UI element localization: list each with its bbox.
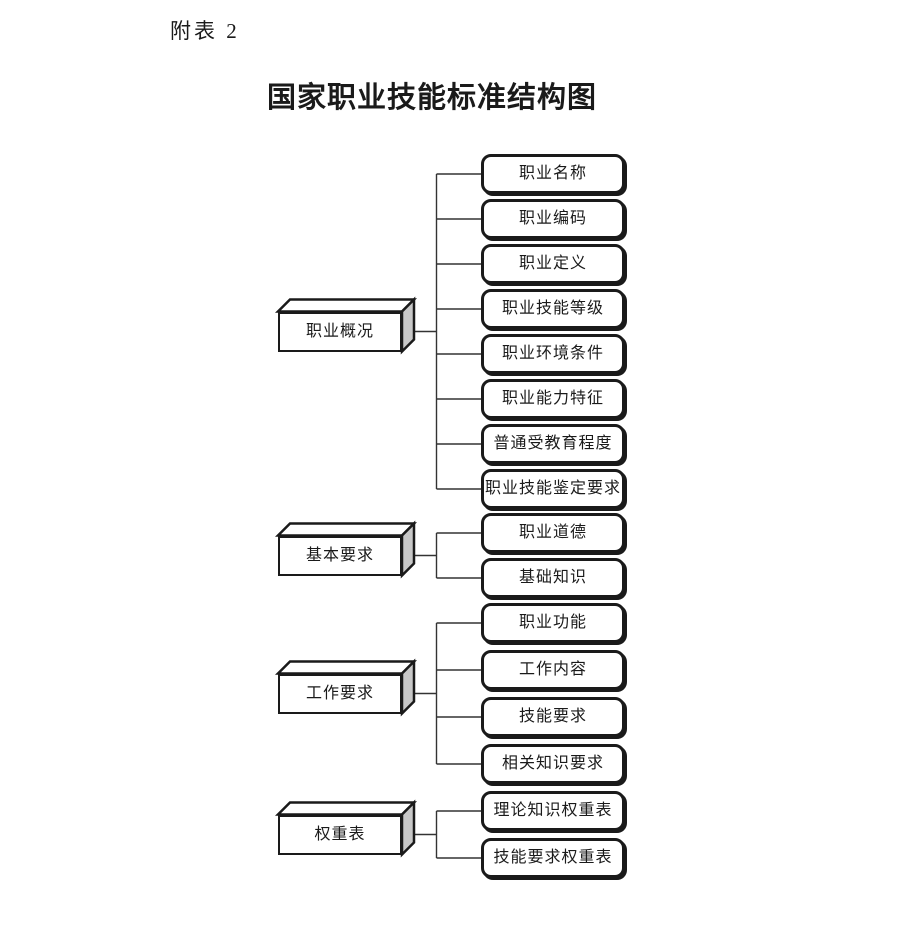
appendix-label: 附表 2	[170, 19, 240, 43]
parent-box-side-face	[400, 658, 416, 717]
diagram-child-node: 理论知识权重表	[481, 791, 625, 831]
parent-box-top-face	[274, 801, 418, 816]
diagram-parent-node: 基本要求	[278, 535, 402, 576]
diagram-child-node: 普通受教育程度	[481, 424, 625, 464]
diagram-child-node: 职业名称	[481, 154, 625, 194]
diagram-child-node: 职业功能	[481, 603, 625, 643]
diagram-child-node: 职业编码	[481, 199, 625, 239]
diagram-child-node: 相关知识要求	[481, 744, 625, 784]
parent-box-top-face	[274, 522, 418, 537]
diagram-child-node: 职业技能等级	[481, 289, 625, 329]
parent-box-side-face	[400, 799, 416, 858]
diagram-child-node: 职业定义	[481, 244, 625, 284]
diagram-parent-node: 职业概况	[278, 311, 402, 352]
diagram-child-node: 基础知识	[481, 558, 625, 598]
parent-box-side-face	[400, 520, 416, 579]
diagram-child-node: 职业技能鉴定要求	[481, 469, 625, 509]
diagram-child-node: 职业能力特征	[481, 379, 625, 419]
diagram-title: 国家职业技能标准结构图	[266, 82, 597, 114]
diagram-child-node: 技能要求权重表	[481, 838, 625, 878]
diagram-child-node: 职业环境条件	[481, 334, 625, 374]
diagram-parent-node: 工作要求	[278, 673, 402, 714]
parent-box-side-face	[400, 296, 416, 355]
diagram-parent-node: 权重表	[278, 814, 402, 855]
parent-box-top-face	[274, 660, 418, 675]
diagram-child-node: 职业道德	[481, 513, 625, 553]
diagram-child-node: 工作内容	[481, 650, 625, 690]
diagram-child-node: 技能要求	[481, 697, 625, 737]
parent-box-top-face	[274, 298, 418, 313]
